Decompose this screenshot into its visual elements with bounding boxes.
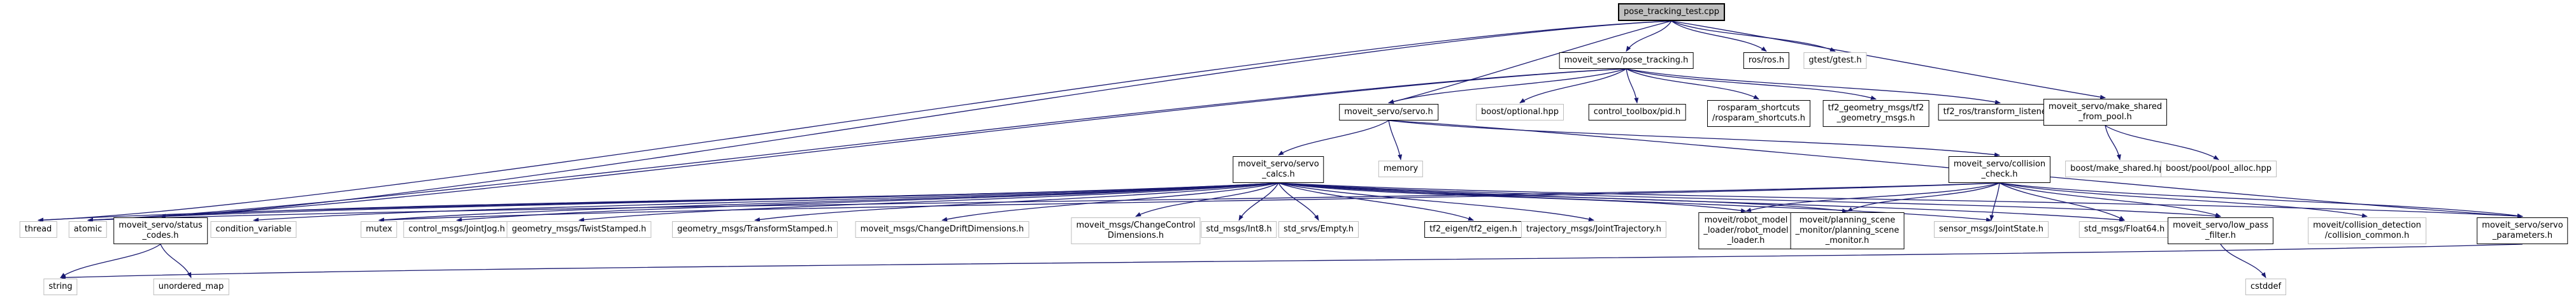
edge-servo_calcs_h-int8_h bbox=[1238, 182, 1279, 221]
graph-node-change_control_h: moveit_msgs/ChangeControl Dimensions.h bbox=[1071, 217, 1201, 244]
edge-pose_tracking_h-transform_listener_h bbox=[1626, 68, 2001, 105]
edge-servo_calcs_h-change_control_h bbox=[1135, 182, 1279, 217]
edge-servo_calcs_h-empty_h bbox=[1278, 182, 1319, 221]
graph-node-joint_trajectory_h: trajectory_msgs/JointTrajectory.h bbox=[1521, 221, 1667, 238]
graph-node-string: string bbox=[43, 279, 78, 295]
graph-node-gtest_h: gtest/gtest.h bbox=[1803, 52, 1867, 69]
graph-node-transform_stamped_h: geometry_msgs/TransformStamped.h bbox=[672, 221, 838, 238]
graph-node-robot_model_loader_h[interactable]: moveit/robot_model _loader/robot_model _… bbox=[1698, 212, 1794, 249]
edge-servo_h-memory bbox=[1388, 120, 1403, 161]
graph-node-empty_h: std_srvs/Empty.h bbox=[1278, 221, 1359, 238]
graph-node-low_pass_filter_h[interactable]: moveit_servo/low_pass _filter.h bbox=[2167, 217, 2274, 244]
graph-node-collision_check_h[interactable]: moveit_servo/collision _check.h bbox=[1948, 156, 2051, 183]
edge-root-thread bbox=[38, 20, 1672, 222]
edge-root-gtest_h bbox=[1671, 20, 1836, 52]
edge-root-make_shared_pool_h bbox=[1671, 20, 2106, 99]
graph-node-ros_h[interactable]: ros/ros.h bbox=[1743, 52, 1790, 69]
edge-status_codes_h-string bbox=[60, 244, 161, 279]
edge-servo_calcs_h-status_codes_h bbox=[160, 182, 1279, 219]
edge-servo_calcs_h-condition_variable bbox=[253, 182, 1279, 222]
graph-node-int8_h: std_msgs/Int8.h bbox=[1201, 221, 1277, 238]
graph-node-transform_listener_h[interactable]: tf2_ros/transform_listener.h bbox=[1938, 104, 2063, 120]
graph-node-tf2_eigen_h[interactable]: tf2_eigen/tf2_eigen.h bbox=[1424, 221, 1522, 238]
edge-root-pose_tracking_h bbox=[1626, 20, 1672, 52]
edge-status_codes_h-unordered_map bbox=[160, 244, 192, 279]
edge-servo_calcs_h-mutex bbox=[378, 182, 1279, 222]
graph-node-servo_h[interactable]: moveit_servo/servo.h bbox=[1339, 104, 1438, 120]
edge-servo_calcs_h-float64_h bbox=[1278, 182, 2125, 222]
graph-node-status_codes_h[interactable]: moveit_servo/status _codes.h bbox=[113, 217, 208, 244]
edge-pose_tracking_h-servo_h bbox=[1388, 68, 1627, 104]
graph-node-float64_h: std_msgs/Float64.h bbox=[2079, 221, 2170, 238]
edge-pose_tracking_h-status_codes_h bbox=[160, 68, 1627, 219]
edge-servo_calcs_h-robot_model_loader_h bbox=[1278, 182, 1747, 213]
graph-node-twist_stamped_h: geometry_msgs/TwistStamped.h bbox=[506, 221, 652, 238]
edge-root-servo_h bbox=[1388, 20, 1672, 104]
edge-servo_calcs_h-joint_trajectory_h bbox=[1278, 182, 1594, 222]
edge-collision_check_h-float64_h bbox=[1999, 182, 2125, 221]
graph-node-pose_tracking_h[interactable]: moveit_servo/pose_tracking.h bbox=[1559, 52, 1694, 69]
edge-servo_h-servo_calcs_h bbox=[1278, 120, 1389, 156]
graph-node-optional_hpp: boost/optional.hpp bbox=[1476, 104, 1564, 120]
edge-pose_tracking_h-tf2_geometry_h bbox=[1626, 68, 1877, 100]
edge-collision_check_h-planning_scene_monitor_h bbox=[1847, 182, 2000, 212]
edge-collision_check_h-collision_common_h bbox=[1999, 182, 2368, 218]
edge-collision_check_h-atomic bbox=[87, 182, 2000, 222]
edge-servo_calcs_h-tf2_eigen_h bbox=[1278, 182, 1474, 221]
edge-servo_parameters_h-string bbox=[60, 244, 2523, 280]
graph-node-cstddef: cstddef bbox=[2245, 279, 2287, 295]
graph-node-make_shared_pool_h[interactable]: moveit_servo/make_shared _from_pool.h bbox=[2043, 99, 2168, 126]
edge-pose_tracking_h-optional_hpp bbox=[1519, 68, 1627, 104]
edge-servo_calcs_h-joint_state_h bbox=[1278, 182, 1992, 222]
edge-servo_calcs_h-low_pass_filter_h bbox=[1278, 182, 2221, 219]
edge-root-status_codes_h bbox=[160, 20, 1672, 219]
edge-pose_tracking_h-pid_h bbox=[1626, 68, 1639, 104]
graph-node-memory: memory bbox=[1378, 161, 1424, 177]
graph-node-joint_state_h: sensor_msgs/JointState.h bbox=[1934, 221, 2049, 238]
graph-node-pid_h[interactable]: control_toolbox/pid.h bbox=[1588, 104, 1686, 120]
graph-node-jointjog_h: control_msgs/JointJog.h bbox=[403, 221, 510, 238]
edge-servo_calcs_h-twist_stamped_h bbox=[578, 182, 1279, 222]
graph-node-mutex: mutex bbox=[361, 221, 397, 238]
edge-servo_calcs_h-jointjog_h bbox=[456, 182, 1279, 222]
edge-servo_h-collision_check_h bbox=[1388, 120, 2000, 157]
graph-node-pool_alloc_hpp: boost/pool/pool_alloc.hpp bbox=[2161, 161, 2277, 177]
graph-node-unordered_map: unordered_map bbox=[153, 279, 229, 295]
graph-node-servo_calcs_h[interactable]: moveit_servo/servo _calcs.h bbox=[1233, 156, 1324, 183]
graph-node-rosparam_h[interactable]: rosparam_shortcuts /rosparam_shortcuts.h bbox=[1707, 100, 1810, 127]
graph-node-root: pose_tracking_test.cpp bbox=[1618, 3, 1725, 21]
edge-servo_calcs_h-thread bbox=[38, 182, 1279, 222]
graph-node-thread: thread bbox=[19, 221, 57, 238]
edge-servo_calcs_h-change_drift_h bbox=[941, 182, 1279, 222]
graph-node-servo_parameters_h[interactable]: moveit_servo/servo _parameters.h bbox=[2477, 217, 2568, 244]
edge-collision_check_h-mutex bbox=[378, 182, 2000, 222]
graph-node-atomic: atomic bbox=[68, 221, 108, 238]
edge-collision_check_h-low_pass_filter_h bbox=[1999, 182, 2221, 217]
edge-make_shared_pool_h-make_shared_hpp bbox=[2105, 125, 2121, 161]
edge-pose_tracking_h-atomic bbox=[87, 68, 1627, 222]
edge-collision_check_h-robot_model_loader_h bbox=[1745, 182, 2000, 212]
graph-node-tf2_geometry_h[interactable]: tf2_geometry_msgs/tf2 _geometry_msgs.h bbox=[1822, 100, 1929, 127]
edge-collision_check_h-joint_state_h bbox=[1989, 182, 2000, 221]
graph-node-make_shared_hpp: boost/make_shared.hpp bbox=[2065, 161, 2175, 177]
edge-low_pass_filter_h-cstddef bbox=[2220, 244, 2266, 279]
graph-node-condition_variable: condition_variable bbox=[210, 221, 297, 238]
graph-node-collision_common_h: moveit/collision_detection /collision_co… bbox=[2308, 217, 2426, 244]
edge-collision_check_h-servo_parameters_h bbox=[1999, 182, 2523, 218]
edge-make_shared_pool_h-pool_alloc_hpp bbox=[2105, 125, 2219, 161]
graph-node-change_drift_h: moveit_msgs/ChangeDriftDimensions.h bbox=[855, 221, 1029, 238]
graph-node-planning_scene_monitor_h[interactable]: moveit/planning_scene _monitor/planning_… bbox=[1790, 212, 1905, 249]
edge-root-ros_h bbox=[1671, 20, 1767, 52]
edge-pose_tracking_h-rosparam_h bbox=[1626, 68, 1759, 100]
